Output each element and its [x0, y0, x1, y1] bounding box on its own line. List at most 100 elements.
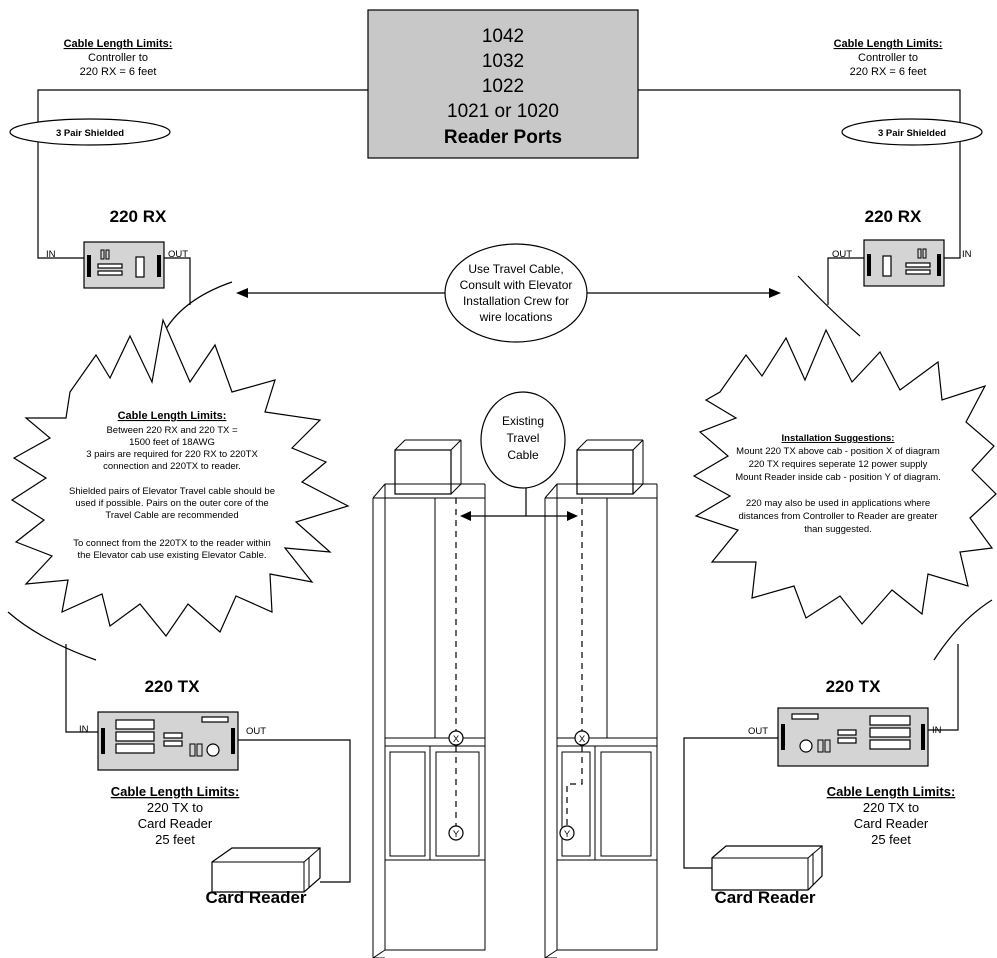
right-tx-block-3	[869, 739, 911, 750]
right-rx-out-wire	[827, 257, 864, 305]
elevator-shaft-right: X Y	[544, 439, 658, 958]
right-controller-wiring: Cable Length Limits: Controller to 220 R…	[638, 38, 983, 259]
left-tx-title: 220 TX	[145, 677, 200, 696]
right-tx-block-1	[869, 715, 911, 726]
existing-cable-arrow-left	[460, 511, 471, 521]
port-line-2: 1032	[482, 51, 524, 72]
left-tx-block-2	[115, 731, 155, 742]
right-tx-unit: 220 TX IN OUT	[683, 644, 959, 869]
left-burst-line-6: Shielded pairs of Elevator Travel cable …	[69, 486, 275, 497]
left-tx-terminal-right	[231, 728, 235, 754]
left-cable-ellipse	[9, 118, 171, 146]
travel-arrow-right-head	[769, 288, 781, 298]
travel-cable-ellipse	[444, 243, 588, 343]
left-card-reader: Cable Length Limits: 220 TX to Card Read…	[111, 784, 321, 907]
left-shaft-lower-frame	[384, 859, 486, 951]
left-limit-line-1: Controller to	[88, 52, 148, 64]
left-rx-relay	[135, 256, 145, 278]
left-shaft-tx-box	[394, 449, 452, 495]
right-burst-callout: Installation Suggestions: Mount 220 TX a…	[692, 328, 997, 625]
right-tx-title: 220 TX	[826, 677, 881, 696]
right-shaft-tx-box-edge-1	[576, 439, 588, 451]
left-burst-line-8: Travel Cable are recommended	[105, 510, 238, 521]
left-burst-line-1: Between 220 RX and 220 TX =	[106, 425, 238, 436]
travel-cable-note: Use Travel Cable, Consult with Elevator …	[236, 243, 781, 343]
right-shaft-bottom-bevel	[544, 949, 558, 958]
left-tx-block-4	[201, 716, 229, 723]
left-burst-line-3: 3 pairs are required for 220 RX to 220TX	[86, 449, 258, 460]
travel-line-2: Consult with Elevator	[460, 278, 573, 292]
left-reader-edge	[303, 847, 321, 863]
left-rx-chip-2	[97, 270, 123, 276]
right-rx-unit: 220 RX IN OUT	[827, 207, 972, 305]
right-tx-terminal-left	[781, 724, 785, 750]
right-reader-limit-line-2: Card Reader	[854, 816, 929, 831]
left-burst-line-2: 1500 feet of 18AWG	[129, 437, 215, 448]
right-rx-device	[863, 239, 945, 287]
existing-line-2: Travel	[507, 431, 540, 445]
left-burst-line-10: To connect from the 220TX to the reader …	[73, 538, 271, 549]
right-rx-title: 220 RX	[865, 207, 922, 226]
left-position-y	[448, 825, 464, 841]
right-rx-pin-1	[917, 248, 922, 259]
right-rx-chip-1	[905, 262, 931, 268]
right-rx-in-label: IN	[962, 249, 972, 260]
right-cable-break-top	[797, 275, 861, 337]
left-reader-limit-line-2: Card Reader	[138, 816, 213, 831]
existing-line-1: Existing	[502, 414, 544, 428]
left-shaft-cab	[384, 737, 486, 861]
right-cable-break-bottom	[933, 599, 993, 661]
left-tx-block-1	[115, 719, 155, 730]
left-shaft-tx-box-edge-4	[450, 439, 462, 451]
left-position-y-label: Y	[453, 829, 460, 840]
right-shaft-top-bevel-left	[544, 483, 558, 499]
right-burst-line-1: Mount 220 TX above cab - position X of d…	[736, 446, 940, 457]
left-rx-chip-1	[97, 263, 123, 269]
left-cable-break-top	[161, 281, 233, 337]
right-tx-out-label: OUT	[748, 726, 768, 737]
left-tx-out-wire	[238, 739, 351, 883]
right-tx-chip-2	[837, 737, 857, 744]
left-controller-wire	[37, 89, 368, 259]
left-shaft-door-left	[389, 751, 426, 857]
left-burst-title: Cable Length Limits:	[118, 410, 227, 422]
left-tx-pin-1	[189, 743, 196, 757]
port-line-bold: Reader Ports	[444, 127, 562, 148]
left-burst-callout: Cable Length Limits: Between 220 RX and …	[10, 317, 350, 638]
right-rx-terminal-right	[937, 254, 941, 276]
left-reader-limit-title: Cable Length Limits:	[111, 784, 240, 799]
port-line-3: 1022	[482, 76, 524, 97]
left-burst-line-11: the Elevator cab use existing Elevator C…	[77, 550, 266, 561]
right-tx-block-4	[791, 713, 819, 720]
right-tx-in-label: IN	[932, 725, 942, 736]
right-limit-line-2: 220 RX = 6 feet	[850, 66, 927, 78]
right-reader-edge	[807, 845, 823, 859]
left-reader-limit-line-3: 25 feet	[155, 832, 195, 847]
existing-travel-cable: Existing Travel Cable	[460, 391, 578, 521]
left-tx-out-label: OUT	[246, 726, 266, 737]
right-shaft-lower-frame	[556, 859, 658, 951]
right-tx-pin-2	[824, 739, 831, 753]
right-reader-limit-title: Cable Length Limits:	[827, 784, 956, 799]
right-cable-ellipse	[841, 118, 983, 146]
right-burst-line-5: 220 may also be used in applications whe…	[746, 498, 930, 509]
left-cable-break-bottom	[7, 611, 97, 661]
left-tx-unit: 220 TX IN OUT	[65, 644, 351, 883]
port-line-1: 1042	[482, 26, 524, 47]
existing-cable-ellipse	[480, 391, 566, 489]
right-rx-out-label: OUT	[832, 249, 852, 260]
left-shaft-tx-box-edge-5	[450, 483, 462, 495]
left-rx-device	[83, 241, 165, 289]
left-position-x-label: X	[453, 734, 460, 745]
left-tx-pin-2	[196, 743, 203, 757]
right-card-reader: Cable Length Limits: 220 TX to Card Read…	[711, 784, 956, 907]
existing-line-3: Cable	[507, 448, 539, 462]
right-burst-line-2: 220 TX requires seperate 12 power supply	[749, 459, 928, 470]
travel-line-3: Installation Crew for	[463, 294, 569, 308]
right-reader-limit-line-1: 220 TX to	[863, 800, 919, 815]
left-reader-body	[211, 847, 321, 893]
travel-line-4: wire locations	[479, 310, 553, 324]
right-shaft-cab	[556, 737, 658, 861]
right-burst-title: Installation Suggestions:	[782, 433, 895, 444]
right-burst-line-6: distances from Controller to Reader are …	[738, 511, 937, 522]
